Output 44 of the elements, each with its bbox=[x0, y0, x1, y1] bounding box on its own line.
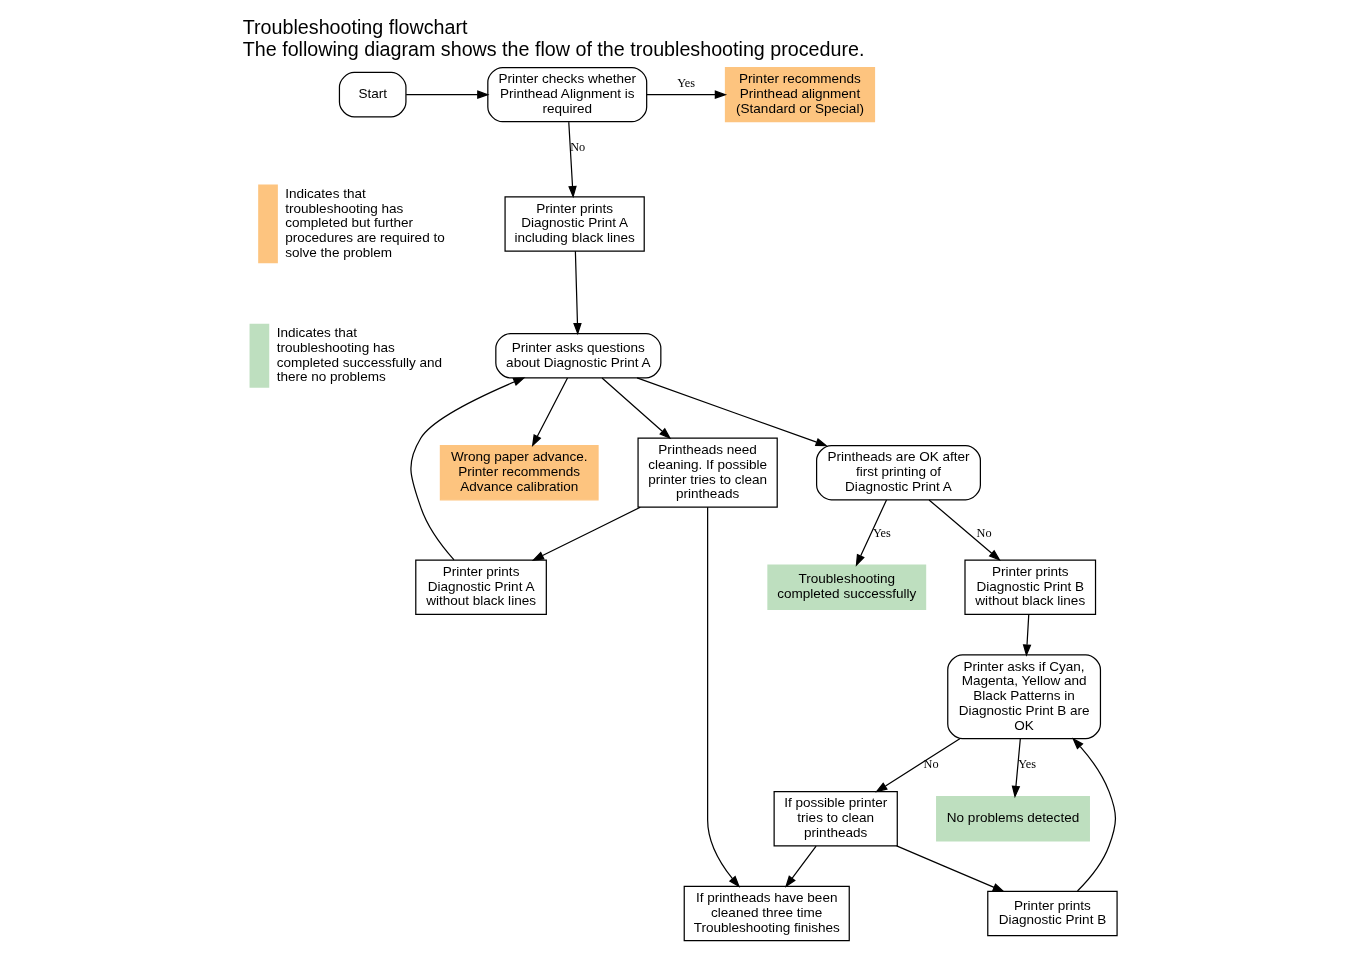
node-box: Printer prints Diagnostic Print A without black lines bbox=[415, 559, 547, 615]
arrow bbox=[410, 377, 526, 561]
node-box: Printer prints Diagnostic Print B without black lines bbox=[964, 559, 1097, 615]
node-box: Printer recommends Printhead alignment (Standard or Special) bbox=[724, 66, 876, 123]
arrow bbox=[636, 377, 828, 447]
legend-label: Indicates that troubleshooting has completed successfully and there no problems bbox=[276, 324, 443, 385]
node-box: Printheads are OK after first printing of Diagnostic Print A bbox=[816, 445, 981, 501]
diagram-title: Troubleshooting flowchart bbox=[242, 16, 468, 39]
arrow bbox=[646, 90, 728, 99]
node-box: Printer checks whether Printhead Alignment is required bbox=[487, 66, 648, 123]
arrow bbox=[1072, 737, 1117, 892]
arrow bbox=[785, 845, 817, 888]
arrow bbox=[405, 90, 490, 99]
node-box: Troubleshooting completed successfully bbox=[767, 564, 927, 610]
caption: The following diagram shows the flow of the troubleshooting procedure. bbox=[242, 38, 865, 61]
edge-label: Yes bbox=[1018, 757, 1037, 772]
arrow bbox=[1022, 613, 1032, 657]
edge-label: No bbox=[923, 757, 939, 772]
edge-label: No bbox=[570, 140, 586, 155]
arrow bbox=[601, 377, 672, 440]
node-box: If printheads have been cleaned three time Troubleshooting finishes bbox=[683, 885, 850, 942]
edge-label: Yes bbox=[872, 525, 891, 540]
arrow bbox=[896, 845, 1005, 893]
arrow bbox=[707, 506, 741, 888]
arrow bbox=[875, 738, 961, 793]
arrow bbox=[855, 499, 888, 567]
arrow bbox=[1011, 738, 1021, 799]
edge-label: Yes bbox=[677, 76, 696, 91]
node-box: Printer prints Diagnostic Print A including black lines bbox=[504, 196, 645, 252]
node-box: Printer prints Diagnostic Print B bbox=[987, 890, 1118, 937]
edge-label: No bbox=[976, 525, 992, 540]
legend-label: Indicates that troubleshooting has completed but further procedures are required to solve the problem bbox=[285, 185, 445, 260]
node-box: No problems detected bbox=[936, 795, 1090, 842]
arrow bbox=[568, 121, 577, 199]
arrow bbox=[573, 250, 582, 336]
node-box: Printer asks questions about Diagnostic Print A bbox=[495, 332, 662, 379]
arrow bbox=[531, 506, 641, 561]
node-box: Printheads need cleaning. If possible printer tries to clean printheads bbox=[637, 437, 778, 508]
node-box: Wrong paper advance. Printer recommends Advance calibration bbox=[439, 445, 599, 501]
arrow bbox=[928, 499, 1001, 561]
arrow bbox=[531, 377, 569, 448]
node-box: If possible printer tries to clean printheads bbox=[773, 791, 898, 847]
node-box: Start bbox=[338, 71, 407, 118]
node-box: Printer asks if Cyan, Magenta, Yellow and Black Patterns in Diagnostic Print B are OK bbox=[947, 654, 1102, 740]
